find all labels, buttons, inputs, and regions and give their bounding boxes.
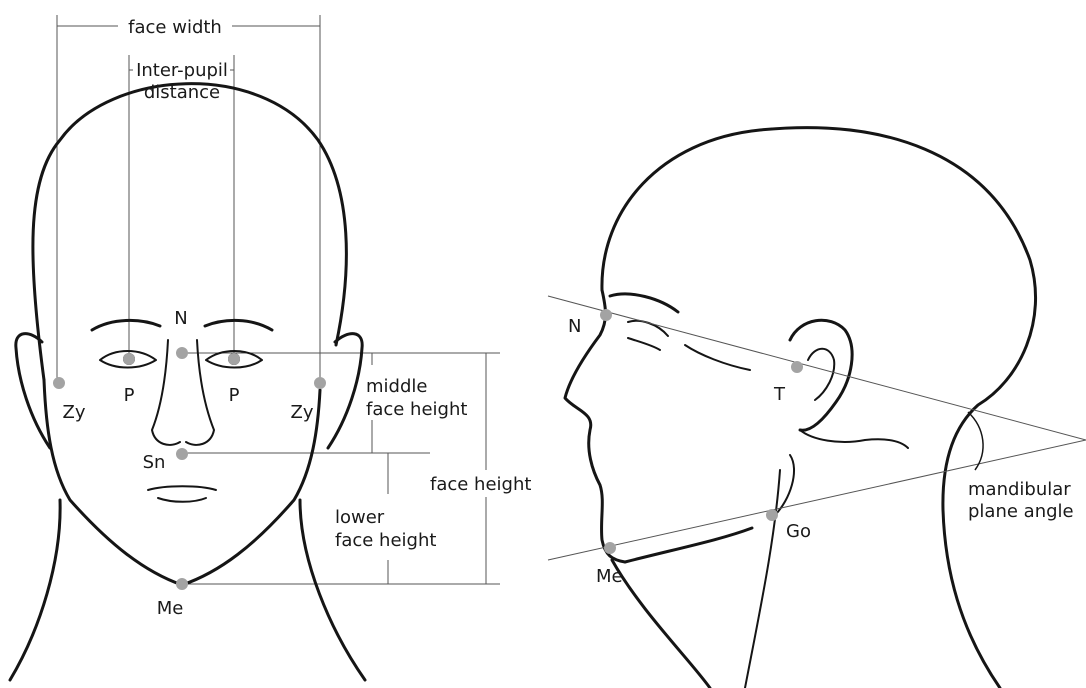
label-me-front: Me [157,598,184,619]
landmark-go [766,509,778,521]
profile-landmarks [600,309,803,554]
mandibular-plane-line [548,440,1086,560]
profile-labels: N T Go Me mandibular plane angle [568,316,1074,587]
landmark-n-front [176,347,188,359]
label-p-right: P [229,385,240,406]
landmark-me-profile [604,542,616,554]
label-mandibular-2: plane angle [968,501,1074,522]
label-me-profile: Me [596,566,623,587]
label-go: Go [786,521,811,542]
label-sn: Sn [143,452,166,473]
landmark-p-right [228,353,240,365]
label-lower-face-height-1: lower [335,507,385,528]
front-labels: face width Inter-pupil distance N P P Zy… [63,17,532,619]
label-p-left: P [124,385,135,406]
label-zy-right: Zy [291,402,314,423]
landmark-p-left [123,353,135,365]
mandibular-angle-arc [968,412,983,470]
label-face-height: face height [430,474,531,495]
landmark-me-front [176,578,188,590]
label-middle-face-height-1: middle [366,376,427,397]
label-n-profile: N [568,316,581,337]
front-measurement-lines [57,15,500,584]
landmark-t [791,361,803,373]
landmark-zy-right [314,377,326,389]
label-inter-pupil-2: distance [144,82,220,103]
landmark-sn [176,448,188,460]
label-n-front: N [174,308,187,329]
frankfort-line [548,296,1086,440]
landmark-zy-left [53,377,65,389]
label-lower-face-height-2: face height [335,530,436,551]
label-t: T [773,384,786,405]
label-face-width: face width [128,17,222,38]
label-inter-pupil-1: Inter-pupil [136,60,228,81]
front-view: face width Inter-pupil distance N P P Zy… [10,15,531,680]
profile-view: N T Go Me mandibular plane angle [548,128,1086,688]
label-middle-face-height-2: face height [366,399,467,420]
label-zy-left: Zy [63,402,86,423]
front-landmarks [53,347,326,590]
label-mandibular-1: mandibular [968,479,1071,500]
landmark-n-profile [600,309,612,321]
